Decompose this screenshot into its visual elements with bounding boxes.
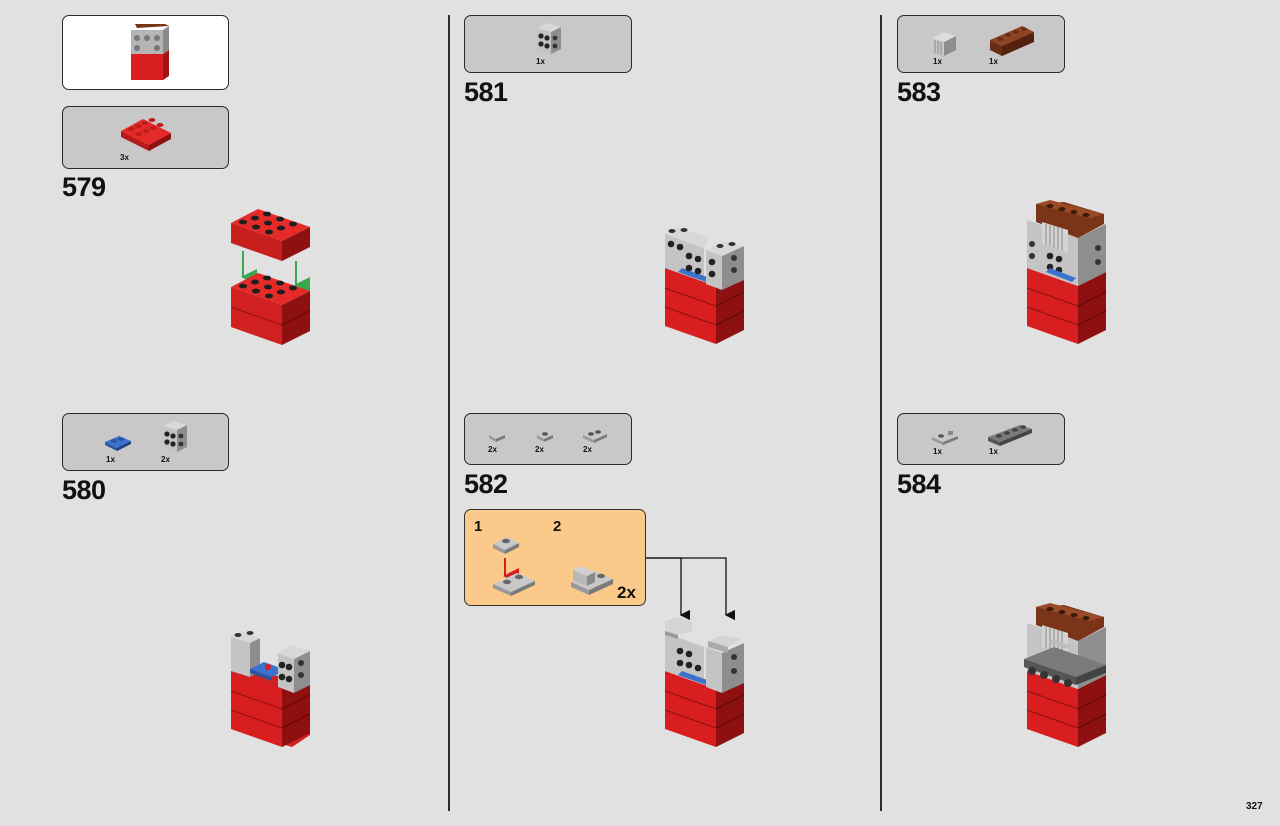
part-quantity: 1x xyxy=(989,447,998,456)
page-number: 327 xyxy=(1246,801,1263,812)
callout-multiplier: 2x xyxy=(617,583,636,602)
parts-list-584: 1x 1x xyxy=(897,413,1065,465)
gray-plate-1x2-icon xyxy=(583,429,607,443)
step-number-584: 584 xyxy=(897,469,941,499)
parts-list-581: 1x xyxy=(464,15,632,73)
part-quantity: 1x xyxy=(989,57,998,66)
gray-plate-1x1-icon xyxy=(537,431,553,442)
red-brick-2x4-icon xyxy=(121,118,171,151)
part-quantity: 2x xyxy=(583,445,592,454)
step-number-582: 582 xyxy=(464,469,508,499)
step-number-581: 581 xyxy=(464,77,508,107)
part-quantity: 1x xyxy=(933,57,942,66)
parts-list-579: 3x xyxy=(62,106,229,169)
part-quantity: 1x xyxy=(536,57,545,66)
column-divider-left xyxy=(448,15,450,811)
step-number-583: 583 xyxy=(897,77,941,107)
part-quantity: 2x xyxy=(488,445,497,454)
column-divider-right xyxy=(880,15,882,811)
parts-list-582: 2x 2x 2x xyxy=(464,413,632,465)
step-579-assembly-illustration xyxy=(230,209,311,345)
callout-substep-2-illustration xyxy=(571,566,613,595)
step-582-assembly-illustration xyxy=(664,617,745,747)
parts-list-580: 1x 2x xyxy=(62,413,229,471)
submodel-preview-box xyxy=(62,15,229,90)
part-quantity: 2x xyxy=(161,455,170,464)
callout-substep-1-illustration xyxy=(493,537,535,596)
gray-brick-2x2-with-side-studs-icon xyxy=(537,23,561,54)
part-quantity: 3x xyxy=(120,153,129,162)
callout-substep-2: 2 xyxy=(553,518,562,535)
gray-plate-1x2-with-clip-icon xyxy=(932,431,958,445)
callout-substep-1: 1 xyxy=(474,518,483,535)
subassembly-callout-582: 1 2 2x xyxy=(464,509,646,606)
gray-brick-2x2-with-side-studs-icon xyxy=(163,421,187,452)
dark-gray-plate-1x4-icon xyxy=(988,425,1032,446)
brown-brick-1x4-icon xyxy=(990,26,1034,56)
submodel-preview-icon xyxy=(131,24,169,80)
step-581-assembly-illustration xyxy=(664,227,745,344)
part-quantity: 1x xyxy=(106,455,115,464)
callout-pointer-arrows xyxy=(646,557,736,621)
gray-tile-1x1-icon xyxy=(489,431,505,442)
step-583-assembly-illustration xyxy=(1026,200,1107,344)
step-580-assembly-illustration xyxy=(230,631,311,747)
step-number-580: 580 xyxy=(62,475,106,505)
part-quantity: 1x xyxy=(933,447,942,456)
step-584-assembly-illustration xyxy=(1024,603,1107,747)
step-number-579: 579 xyxy=(62,172,106,202)
parts-list-583: 1x 1x xyxy=(897,15,1065,73)
part-quantity: 2x xyxy=(535,445,544,454)
gray-grille-1x2-icon xyxy=(932,32,956,56)
blue-plate-1x2-icon xyxy=(105,436,131,451)
